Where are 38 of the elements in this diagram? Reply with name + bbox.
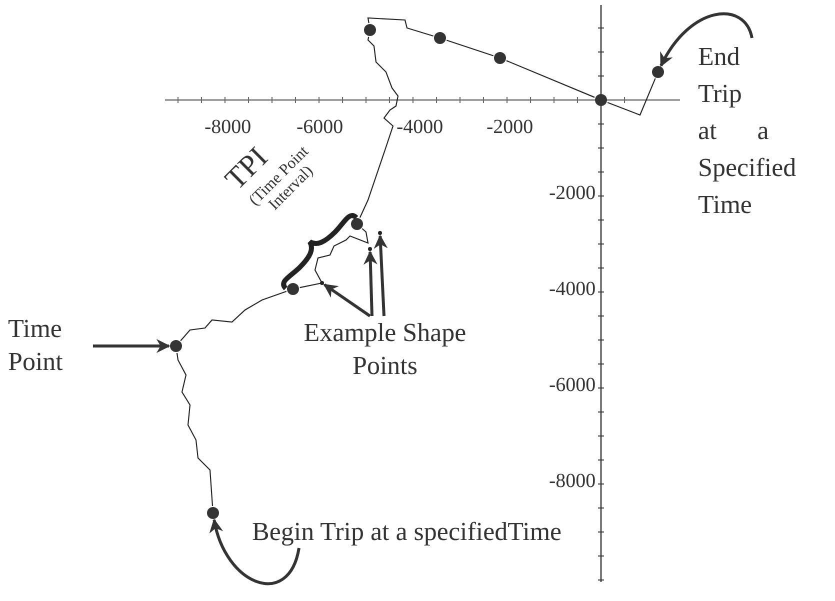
annotation-text: Example Shape Points	[300, 316, 470, 382]
arrow	[323, 283, 371, 318]
arrow	[210, 518, 300, 586]
arrow	[363, 250, 378, 316]
shape-point	[320, 281, 324, 285]
trajectory-line	[367, 17, 434, 36]
axis-tick-label: -6000	[296, 116, 344, 138]
arrow	[660, 12, 754, 67]
trajectory-line	[607, 78, 656, 116]
trajectory-line	[359, 36, 399, 218]
time-point-dot	[434, 32, 446, 44]
time-point-dot	[287, 283, 299, 295]
arrow	[93, 339, 170, 353]
axis-tick-label: -6000	[549, 374, 596, 396]
annotation-text: Begin Trip at a specifiedTime	[252, 515, 562, 548]
shape-point	[368, 247, 372, 251]
axis-tick-label: -2000	[549, 182, 596, 204]
time-point-dot	[364, 24, 376, 36]
annotation-text: Time Point	[8, 312, 93, 378]
trajectory-line	[446, 40, 494, 56]
axis-tick-label: -4000	[396, 116, 444, 138]
trajectory-line	[506, 60, 595, 98]
axis-tick-label: -2000	[486, 116, 534, 138]
shape-point	[378, 231, 382, 235]
axis-tick-label: -8000	[204, 116, 252, 138]
time-point-dot	[351, 218, 363, 230]
time-point-dot	[170, 340, 182, 352]
trajectory-line	[180, 290, 287, 342]
time-point-dot	[494, 52, 506, 64]
trajectory-line	[300, 228, 369, 288]
annotation-text: End Trip at a Specified Time	[698, 38, 798, 223]
time-point-dot	[207, 507, 219, 519]
arrow	[374, 234, 388, 316]
time-point-dot	[595, 94, 607, 106]
trajectory-line	[176, 352, 214, 506]
axis-tick-label: -8000	[549, 470, 596, 492]
time-point-dot	[652, 66, 664, 78]
axis-tick-label: -4000	[549, 278, 596, 300]
